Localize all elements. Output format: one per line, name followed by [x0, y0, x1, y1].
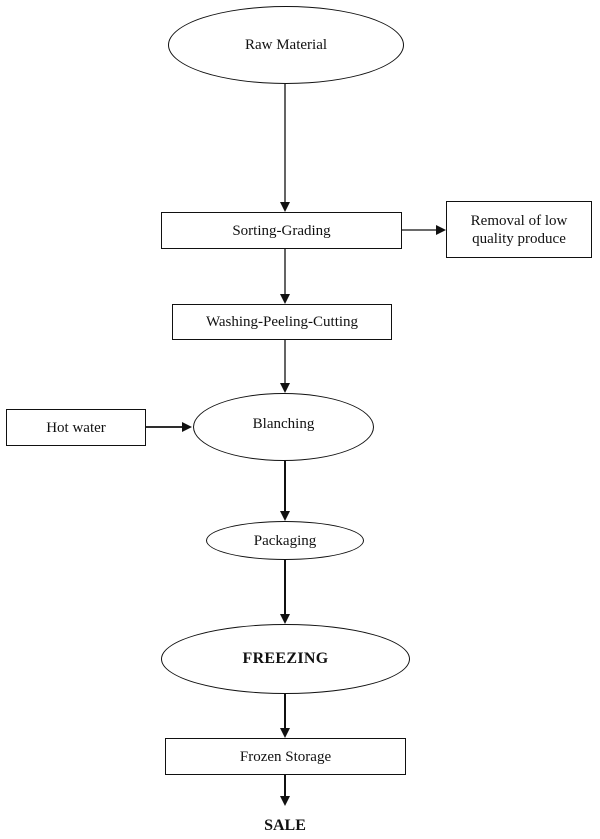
node-washing-label: Washing-Peeling-Cutting	[205, 314, 359, 330]
node-removal-low-quality: Removal of low quality produce	[446, 201, 592, 258]
node-hot-water: Hot water	[6, 409, 146, 446]
node-frozen-storage: Frozen Storage	[165, 738, 406, 775]
node-removal-label: Removal of low quality produce	[470, 212, 568, 247]
node-sorting-grading-label: Sorting-Grading	[232, 222, 331, 239]
node-blanching: Blanching	[193, 393, 374, 461]
node-blanching-label: Blanching	[252, 416, 315, 432]
node-packaging: Packaging	[206, 521, 364, 560]
node-sale: SALE	[225, 815, 345, 837]
node-freezing: FREEZING	[161, 624, 410, 694]
node-sale-label: SALE	[264, 817, 306, 834]
node-raw-material-label: Raw Material	[244, 37, 328, 53]
node-washing-peeling-cutting: Washing-Peeling-Cutting	[172, 304, 392, 340]
node-packaging-label: Packaging	[253, 532, 317, 549]
node-hot-water-label: Hot water	[46, 419, 106, 436]
node-raw-material: Raw Material	[168, 6, 404, 84]
node-sorting-grading: Sorting-Grading	[161, 212, 402, 249]
node-frozen-storage-label: Frozen Storage	[239, 748, 332, 765]
node-freezing-label: FREEZING	[242, 650, 329, 667]
